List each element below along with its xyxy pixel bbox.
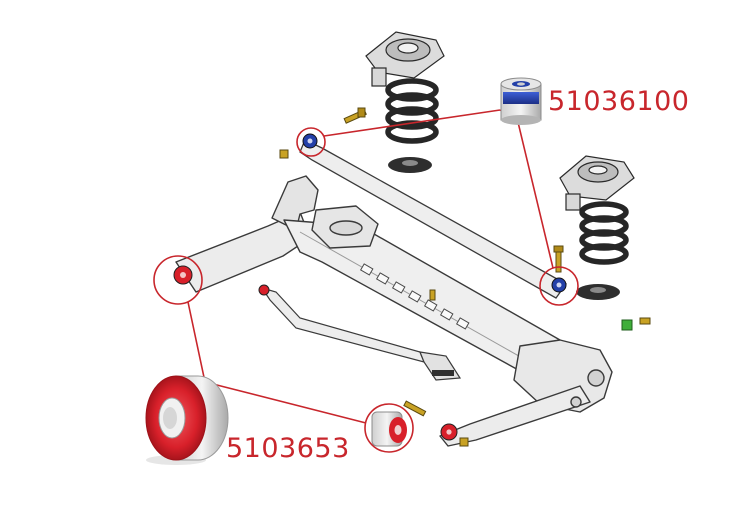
part-number-label: 5103653	[226, 433, 350, 464]
lower-link	[260, 286, 462, 381]
rear-axle-beam	[175, 175, 613, 447]
bushing-red-large-product	[145, 375, 229, 465]
panhard-rod	[299, 139, 567, 299]
bushing-red-front	[173, 265, 193, 285]
bushing-red-link	[258, 284, 270, 296]
left-coil-spring	[385, 78, 439, 144]
right-top-mount	[559, 155, 635, 211]
leader-lines	[187, 109, 554, 424]
bolts	[279, 107, 564, 447]
sensor-bracket	[621, 317, 651, 331]
bushing-red-rear	[440, 423, 458, 441]
bushing-blue-product	[500, 77, 542, 125]
bushing-blue-left	[302, 133, 318, 149]
beam-slots	[359, 263, 470, 330]
part-number-label: 51036100	[548, 86, 690, 117]
callout-circles	[153, 127, 579, 453]
right-coil-spring	[579, 201, 629, 265]
left-top-mount	[365, 31, 445, 87]
bushing-blue-right	[551, 277, 567, 293]
bushing-red-small-product	[371, 411, 407, 447]
